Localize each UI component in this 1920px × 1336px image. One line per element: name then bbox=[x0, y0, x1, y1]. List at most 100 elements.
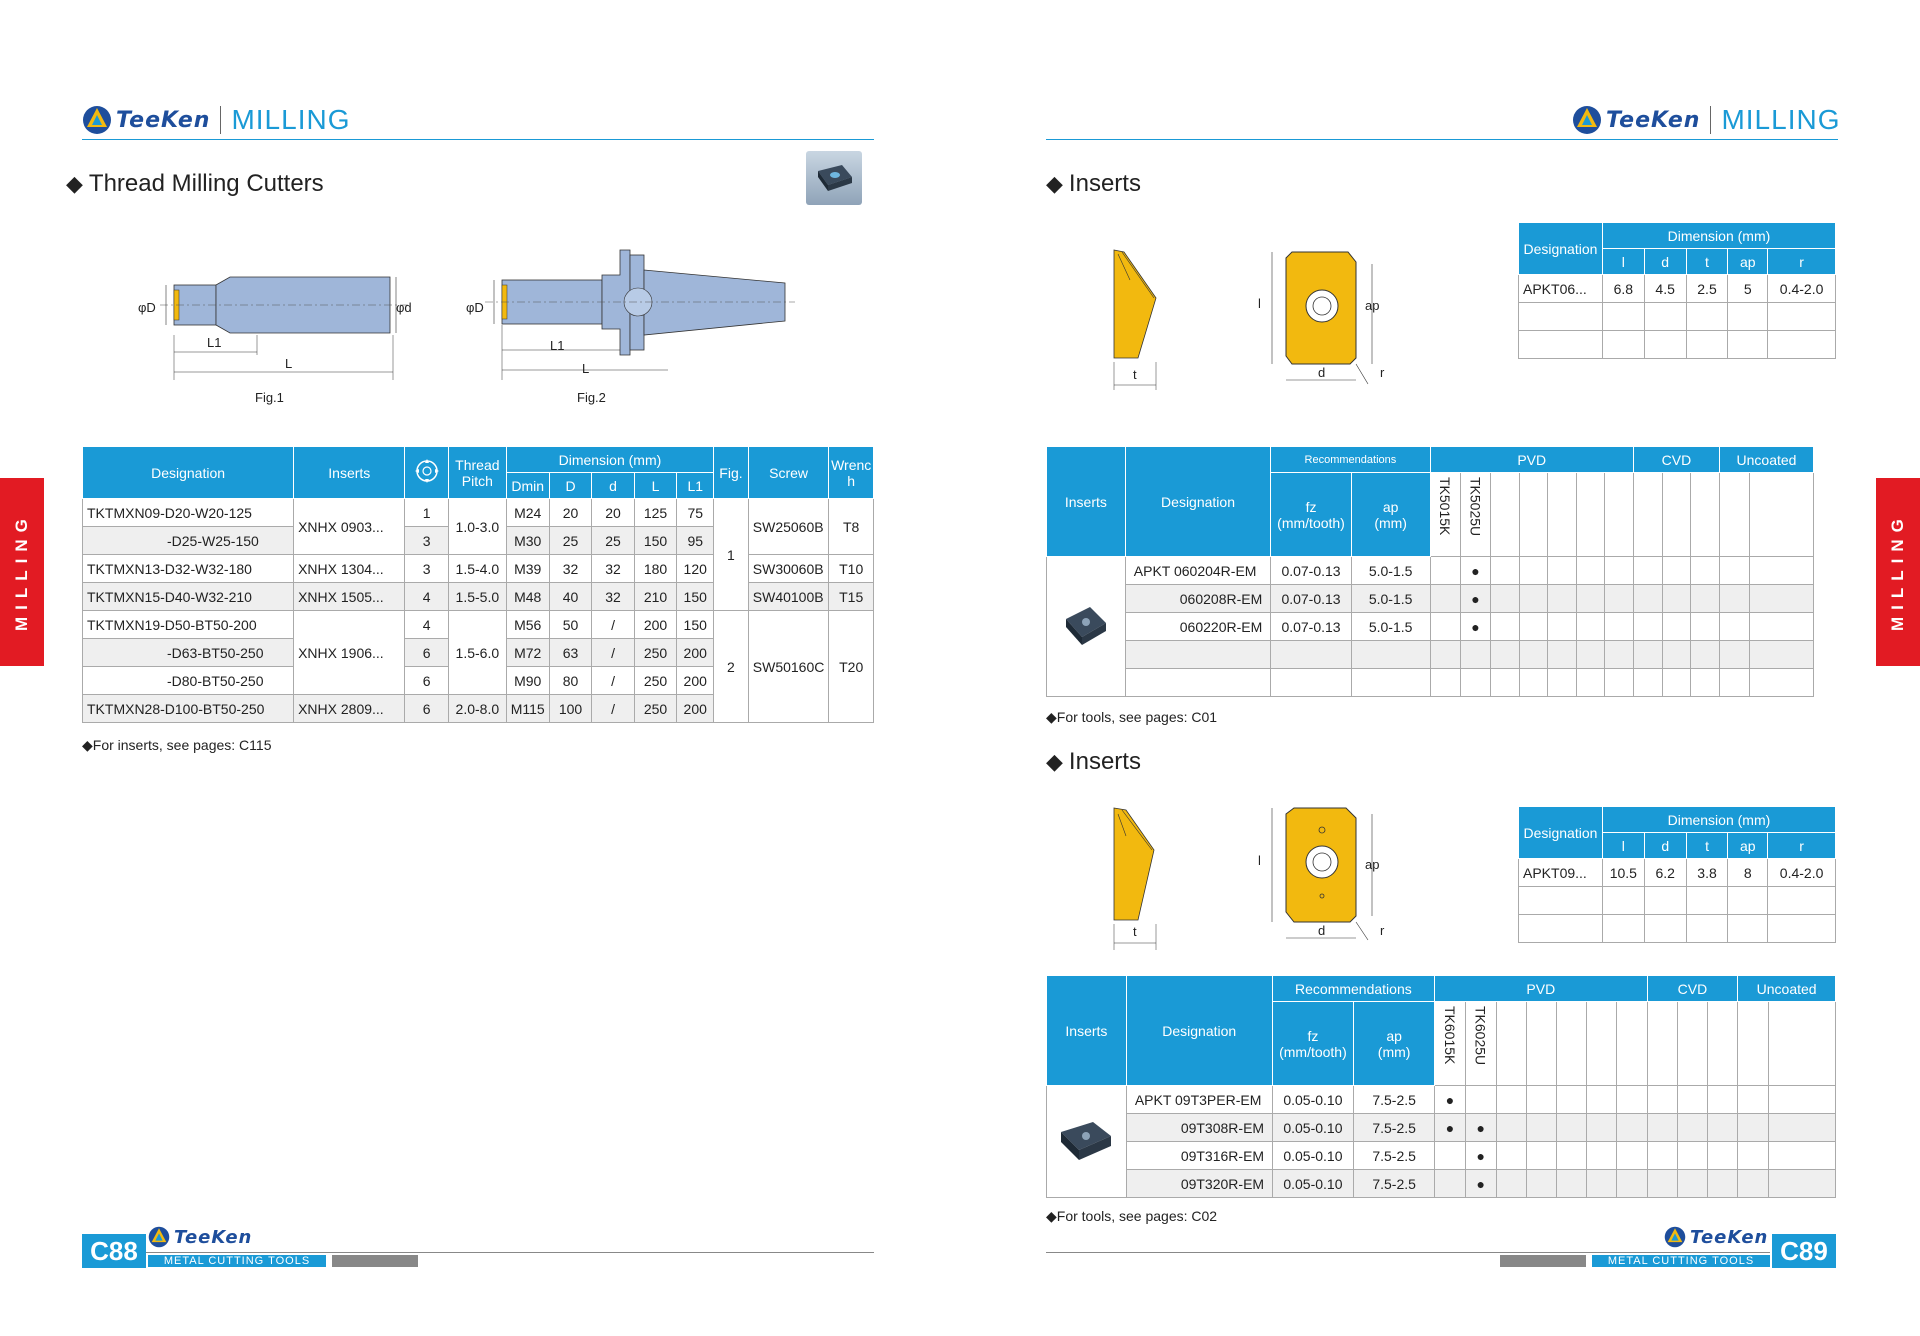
cell-dmin: M115 bbox=[505, 694, 550, 723]
col-cvd: CVD bbox=[1646, 975, 1739, 1002]
cell-grade-mark: ● bbox=[1464, 1113, 1497, 1142]
cell-ap: 7.5-2.5 bbox=[1353, 1113, 1436, 1142]
tools-reference-note-1: ◆For tools, see pages: C01 bbox=[1046, 709, 1218, 725]
insert-photo-1 bbox=[1046, 556, 1126, 697]
designation-code: 060204R-EM bbox=[1173, 562, 1257, 579]
cell-ap: 5 bbox=[1727, 274, 1769, 303]
col-wrench: Wrench bbox=[828, 446, 874, 499]
insert-photo-icon bbox=[1061, 1122, 1112, 1160]
cell-ap: 7.5-2.5 bbox=[1353, 1169, 1436, 1198]
cell-fz: 0.07-0.13 bbox=[1270, 584, 1352, 613]
cell-dmin: M30 bbox=[505, 526, 550, 555]
grade-label: TK5015K bbox=[1437, 477, 1454, 536]
section-title-thread-milling: ◆ Thread Milling Cutters bbox=[66, 170, 324, 198]
insert-photo-2 bbox=[1046, 1085, 1127, 1198]
grade-col: TK6015K bbox=[1434, 1001, 1466, 1086]
section-title-text: Inserts bbox=[1068, 170, 1141, 197]
cell-ap: 7.5-2.5 bbox=[1353, 1141, 1436, 1170]
cell-fig: 2 bbox=[713, 610, 749, 723]
cell-screw: SW40100B bbox=[747, 582, 830, 611]
col-designation: Designation bbox=[1518, 806, 1603, 859]
cell-dmin: M39 bbox=[505, 554, 550, 583]
cell-d: 32 bbox=[591, 582, 635, 611]
cell-designation: 09T308R-EM bbox=[1125, 1113, 1273, 1142]
fig2-L1-label: L1 bbox=[550, 338, 565, 353]
brand-name: TeeKen bbox=[1690, 1226, 1769, 1248]
fig1-cutter-drawing bbox=[160, 276, 410, 380]
side-tab-left: MILLING bbox=[0, 478, 44, 666]
col-inserts: Inserts bbox=[1046, 975, 1127, 1086]
cell-designation: -D63-BT50-250 bbox=[81, 638, 295, 667]
ap-unit: (mm) bbox=[1374, 514, 1407, 531]
cell-pitch: 1.5-5.0 bbox=[447, 582, 507, 611]
cell-wrench: T15 bbox=[828, 582, 874, 611]
cell-L: 180 bbox=[633, 554, 678, 583]
cell-D: 63 bbox=[548, 638, 593, 667]
dim-label-d: d bbox=[1318, 365, 1326, 380]
col-designation: Designation bbox=[1125, 975, 1273, 1086]
section-title-inserts-1: ◆ Inserts bbox=[1046, 170, 1141, 198]
cell-z: 6 bbox=[404, 666, 449, 695]
cell-D: 40 bbox=[548, 582, 593, 611]
logo-separator bbox=[1710, 106, 1712, 134]
section-title-text: Inserts bbox=[1068, 748, 1141, 775]
dim-label-d: d bbox=[1318, 923, 1326, 938]
insert-side-view-1 bbox=[1113, 249, 1157, 390]
col-recommendations: Recommendations bbox=[1270, 446, 1431, 473]
cell-L1: 200 bbox=[676, 666, 715, 695]
cell-ap: 7.5-2.5 bbox=[1353, 1085, 1436, 1114]
cell-grade-mark: ● bbox=[1464, 1141, 1497, 1170]
footer-gray-bar-right bbox=[1500, 1255, 1586, 1267]
cell-pitch: 1.5-4.0 bbox=[447, 554, 507, 583]
fz-unit: (mm/tooth) bbox=[1279, 1043, 1347, 1060]
cell-L1: 150 bbox=[676, 582, 715, 611]
cell-fz: 0.07-0.13 bbox=[1270, 556, 1352, 585]
cell-fz: 0.05-0.10 bbox=[1271, 1169, 1355, 1198]
section-title-inserts-2: ◆ Inserts bbox=[1046, 748, 1141, 776]
table-row: APKT 09T3PER-EM 0.05-0.10 7.5-2.5 ● bbox=[1046, 1085, 1837, 1198]
fig1-L-label: L bbox=[285, 356, 293, 371]
col-t: t bbox=[1685, 248, 1729, 275]
cell-D: 32 bbox=[548, 554, 593, 583]
cell-inserts: XNHX 0903... bbox=[293, 498, 406, 555]
cell-dmin: M24 bbox=[505, 498, 550, 527]
col-pvd: PVD bbox=[1434, 975, 1648, 1002]
dim-label-t: t bbox=[1133, 924, 1137, 939]
cell-grade-mark: ● bbox=[1434, 1113, 1466, 1142]
cell-d: / bbox=[591, 694, 635, 723]
col-teeth bbox=[404, 446, 449, 499]
footer-rule-left bbox=[146, 1252, 874, 1253]
cell-inserts: XNHX 1505... bbox=[293, 582, 406, 611]
dim-label-t: t bbox=[1133, 367, 1137, 382]
header-rule-left bbox=[82, 139, 874, 140]
cell-inserts: XNHX 1304... bbox=[293, 554, 406, 583]
fz-label: fz bbox=[1307, 1027, 1319, 1044]
dim-label-ap: ap bbox=[1365, 298, 1380, 313]
cell-z: 4 bbox=[404, 582, 449, 611]
cell-z: 1 bbox=[404, 498, 449, 527]
cell-L: 125 bbox=[633, 498, 678, 527]
page-number-right: C89 bbox=[1772, 1234, 1836, 1268]
brand-logo-left: TeeKen MILLING bbox=[82, 104, 350, 136]
designation-code: 09T3PER-EM bbox=[1175, 1091, 1262, 1108]
cell-d: / bbox=[591, 666, 635, 695]
cell-d: 6.2 bbox=[1643, 858, 1687, 887]
cell-screw: SW25060B bbox=[747, 498, 830, 555]
section-title-text: Thread Milling Cutters bbox=[88, 170, 324, 197]
table-row-empty bbox=[1046, 640, 1815, 669]
grade-label: TK6015K bbox=[1441, 1006, 1458, 1065]
dim-label-r: r bbox=[1380, 923, 1385, 938]
cell-z: 6 bbox=[404, 694, 449, 723]
fig1-phiD-label: φD bbox=[138, 300, 156, 315]
grade-col: TK6025U bbox=[1464, 1001, 1497, 1086]
brand-logo-right: TeeKen MILLING bbox=[1572, 104, 1840, 136]
teeken-logo-icon bbox=[1664, 1226, 1686, 1248]
cell-t: 2.5 bbox=[1685, 274, 1729, 303]
designation-prefix: APKT bbox=[1133, 562, 1171, 579]
cell-ap: 8 bbox=[1727, 858, 1769, 887]
cell-l: 10.5 bbox=[1601, 858, 1645, 887]
recommendation-table-2: Inserts Designation Recommendations PVD … bbox=[1046, 975, 1837, 1198]
cell-dmin: M56 bbox=[505, 610, 550, 639]
